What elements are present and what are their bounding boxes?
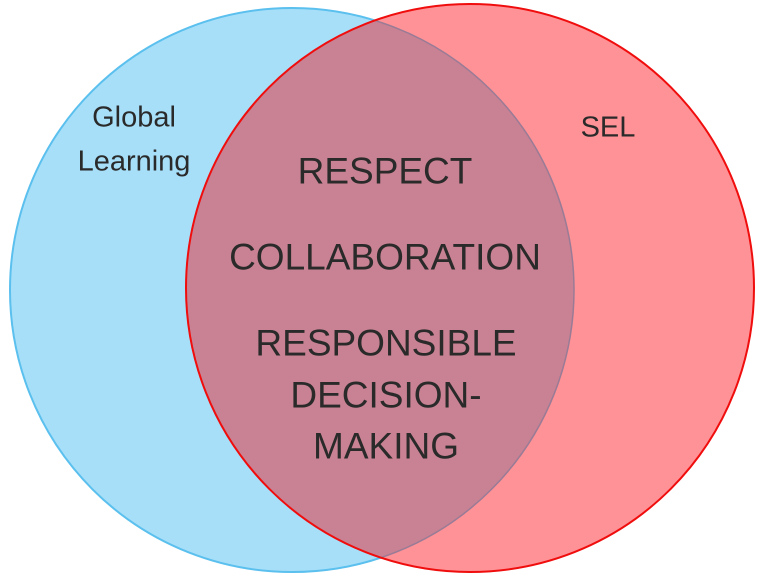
overlap-region (186, 8, 574, 572)
overlap-item-collaboration: COLLABORATION (229, 236, 541, 278)
overlap-item-responsible-line3: MAKING (313, 425, 459, 467)
global-learning-label-line2: Learning (77, 145, 191, 178)
overlap-item-responsible-line1: RESPONSIBLE (255, 322, 517, 364)
global-learning-label-line1: Global (92, 101, 176, 134)
sel-circle-outline (185, 3, 755, 573)
overlap-item-responsible-line2: DECISION- (290, 374, 482, 416)
overlap-item-respect: RESPECT (297, 150, 473, 192)
sel-label: SEL (580, 111, 636, 144)
